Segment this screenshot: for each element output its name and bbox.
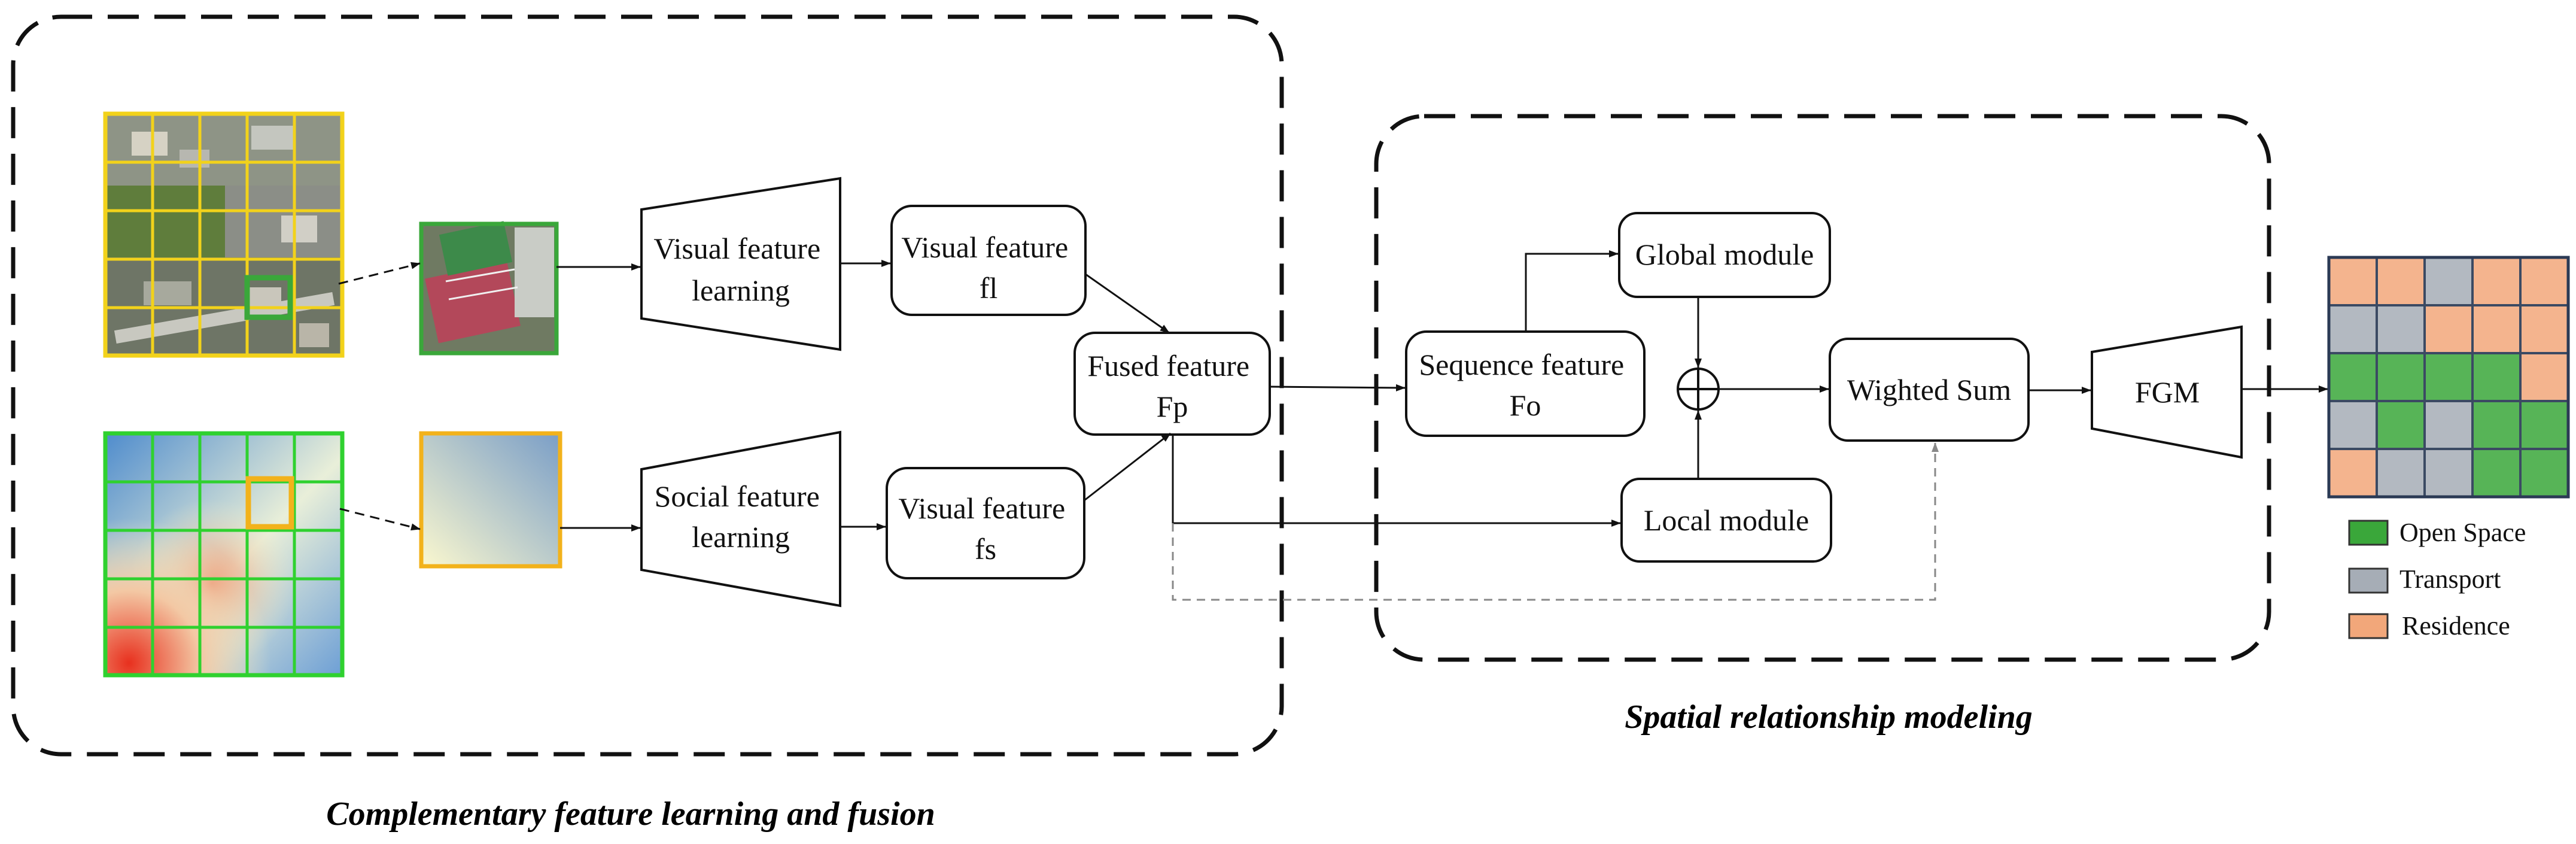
output-map-border [2327,256,2570,499]
local-module-box: Local module [1620,478,1832,563]
visual-feature-learning-line1: Visual feature [653,232,820,265]
output-map-cell [2376,352,2426,402]
visual-feature-fl-line1: Visual feature [901,230,1068,264]
social-feature-learning-line1: Social feature [655,479,820,513]
output-map-cell [2328,400,2378,450]
arrow-density-to-patch [339,508,421,531]
caption-spatial-modeling: Spatial relationship modeling [1625,699,2032,736]
sum-operator [1677,368,1720,411]
caption-feature-learning: Complementary feature learning and fusio… [326,796,935,833]
output-map-cell [2423,352,2474,402]
visual-feature-fs-line2: fs [975,532,996,566]
satellite-patch [419,221,559,356]
global-module-box: Global module [1618,212,1831,298]
output-map-cell [2519,448,2569,498]
output-classification-map [2327,256,2570,499]
density-highlight-cell [245,476,294,530]
fused-feature-line2: Fp [1157,390,1188,423]
output-map-cell [2376,448,2426,498]
output-map-cell [2376,256,2426,306]
output-map-cell [2423,448,2474,498]
output-map-cell [2471,448,2522,498]
output-map-cell [2328,256,2378,306]
fgm-block: FGM [2091,325,2243,459]
output-map-cell [2519,304,2569,354]
output-map-cell [2423,256,2474,306]
svg-text:Fused feature Fp: Fused feature Fp [1087,349,1257,423]
output-map-cell [2423,400,2474,450]
sequence-feature-line1: Sequence feature [1419,348,1624,381]
output-map-cell [2471,304,2522,354]
global-module-label: Global module [1635,238,1814,271]
output-map-cell [2471,400,2522,450]
svg-text:Sequence feature Fo: Sequence feature Fo [1419,348,1631,422]
weighted-sum-label: Wighted Sum [1847,373,2011,406]
output-map-cell [2519,400,2569,450]
output-map-cell [2328,448,2378,498]
fgm-label: FGM [2135,375,2200,409]
visual-feature-fs-box: Visual feature fs [886,467,1085,579]
section-feature-learning [11,14,1284,757]
weighted-sum-box: Wighted Sum [1829,338,2030,442]
legend-label-transport: Transport [2399,564,2501,594]
output-map-cell [2328,352,2378,402]
svg-text:Visual feature fs: Visual feature fs [898,491,1072,566]
sequence-feature-box: Sequence feature Fo [1405,330,1646,437]
output-map-cell [2519,256,2569,306]
output-map-cell [2328,304,2378,354]
local-module-label: Local module [1644,503,1809,537]
svg-text:Visual feature fl: Visual feature fl [901,230,1075,305]
social-feature-learning-block: Social feature learning [640,430,841,608]
svg-text:Visual feature learning: Visual feature learning [653,232,828,307]
fused-feature-line1: Fused feature [1087,349,1249,382]
visual-feature-learning-line2: learning [692,274,790,307]
legend: Open Space Transport Residence [2348,518,2526,640]
satellite-image-grid [103,111,345,358]
visual-feature-learning-block: Visual feature learning [640,177,841,351]
legend-label-open-space: Open Space [2399,518,2526,547]
output-map-cell [2376,400,2426,450]
output-map-cell [2376,304,2426,354]
output-map-cell [2423,304,2474,354]
density-map-grid [103,431,345,678]
visual-feature-fl-box: Visual feature fl [890,205,1087,316]
output-map-cell [2519,352,2569,402]
visual-feature-fs-line1: Visual feature [898,491,1065,525]
social-feature-learning-line2: learning [692,520,790,554]
output-map-cell [2471,352,2522,402]
fused-feature-box: Fused feature Fp [1073,332,1271,436]
output-map-cell [2471,256,2522,306]
arrow-satellite-to-patch [338,262,421,285]
visual-feature-fl-line2: fl [980,271,998,305]
svg-text:Social feature learning: Social feature learning [655,479,828,554]
sequence-feature-line2: Fo [1510,388,1541,422]
satellite-highlight-cell [244,275,293,320]
legend-label-residence: Residence [2402,611,2510,640]
density-patch [419,431,562,569]
